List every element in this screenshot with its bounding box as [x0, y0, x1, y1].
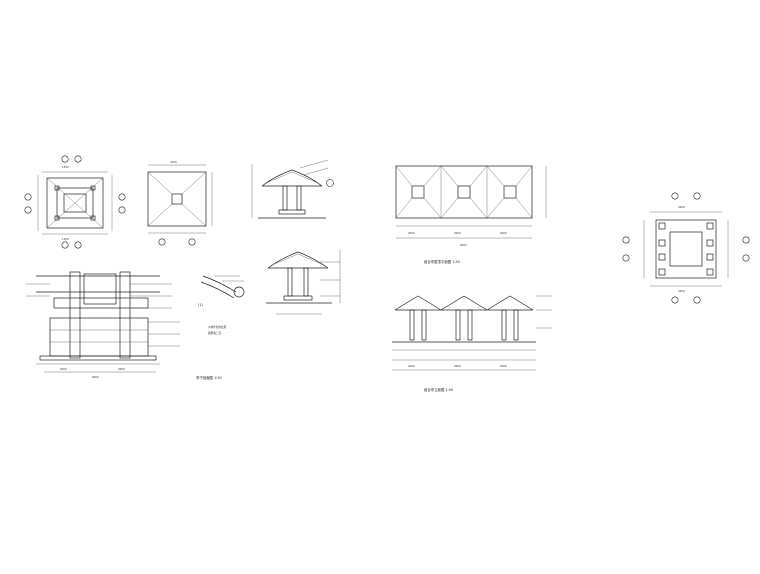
combined-roof-plan: 2000 2000 2000 6000 组合亭屋顶平面图 1:50 — [395, 165, 547, 264]
svg-text:2000: 2000 — [454, 364, 461, 368]
detail-label: (1) — [198, 303, 203, 307]
svg-text:2000: 2000 — [454, 231, 461, 235]
svg-text:2000: 2000 — [500, 364, 507, 368]
column-layout-plan: 3200 3200 — [622, 192, 750, 304]
svg-text:2000: 2000 — [408, 364, 415, 368]
svg-text:3200: 3200 — [170, 160, 177, 164]
pavilion-plan-view: 1500 1500 — [24, 155, 126, 249]
pavilion-section-view: 2000 2000 6000 亭子剖面图 1:50 — [26, 271, 222, 380]
svg-text:3200: 3200 — [678, 289, 685, 293]
elevation-long-caption: 组合亭立面图 1:50 — [424, 387, 453, 392]
detail-note-1: 木构件防腐处理 — [208, 325, 227, 329]
pavilion-elevation-small — [251, 159, 334, 219]
svg-text:1500: 1500 — [62, 237, 69, 241]
svg-text:2000: 2000 — [408, 231, 415, 235]
detail-1: (1) 木构件防腐处理 刷桐油二道 — [198, 275, 245, 335]
svg-text:6000: 6000 — [92, 375, 99, 379]
detail-note-2: 刷桐油二道 — [208, 331, 221, 335]
section-view-caption: 亭子剖面图 1:50 — [196, 375, 222, 380]
svg-text:6000: 6000 — [460, 243, 467, 247]
roof-plan-long-caption: 组合亭屋顶平面图 1:50 — [424, 259, 460, 264]
svg-text:2000: 2000 — [500, 231, 507, 235]
svg-text:2000: 2000 — [60, 367, 67, 371]
combined-elevation: 2000 2000 2000 组合亭立面图 1:50 — [392, 295, 552, 392]
svg-text:3200: 3200 — [678, 205, 685, 209]
svg-text:2000: 2000 — [118, 367, 125, 371]
pavilion-roof-plan: 3200 — [147, 160, 213, 246]
pavilion-side-elevation — [266, 250, 341, 315]
svg-text:1500: 1500 — [62, 165, 69, 169]
